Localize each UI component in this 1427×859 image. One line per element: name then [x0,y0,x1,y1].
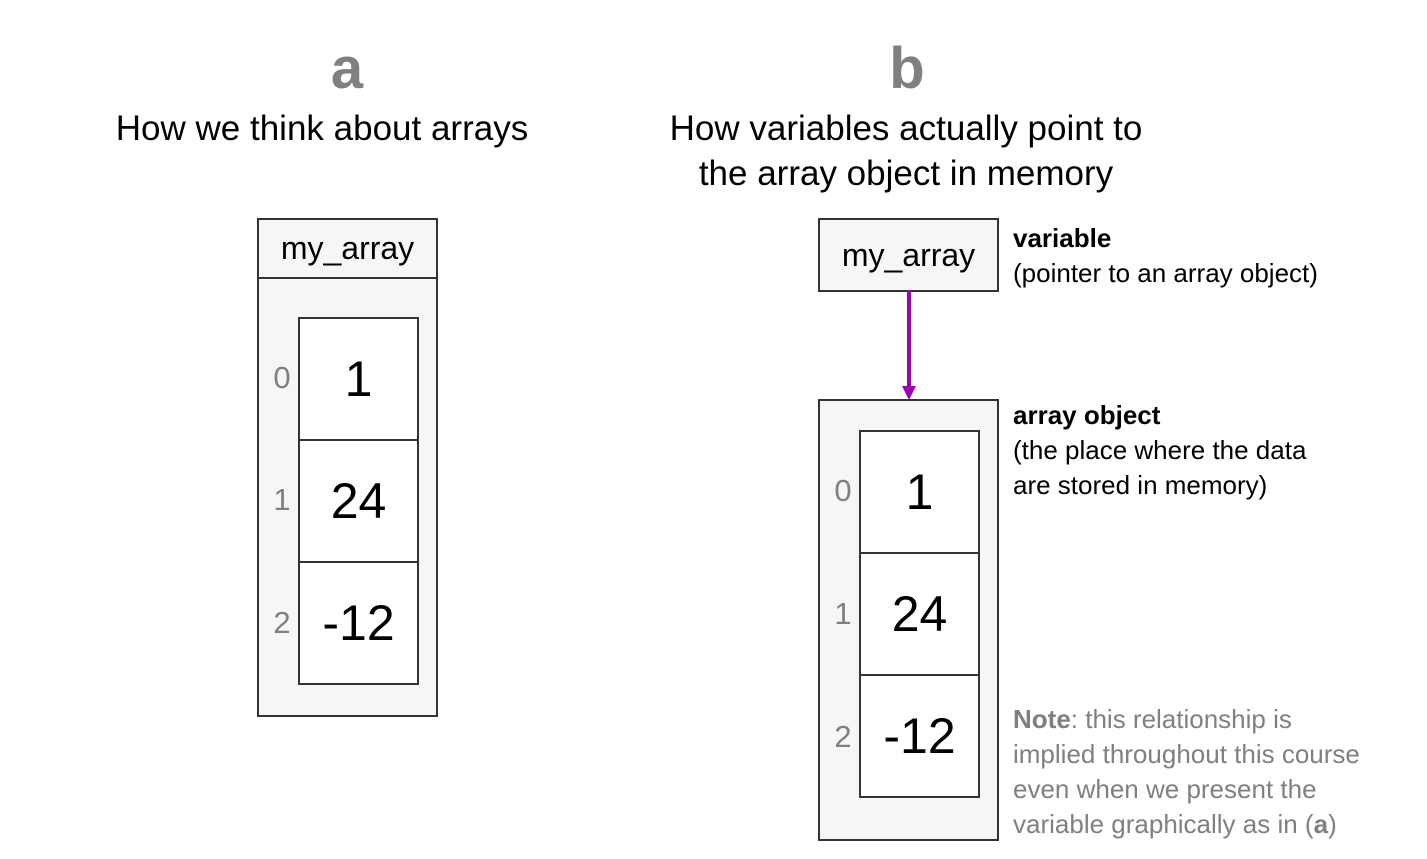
array-annotation-desc-line2: are stored in memory) [1013,470,1268,500]
index-label: 1 [834,596,852,631]
note-line3: even when we present the [1013,774,1317,804]
note-line2: implied throughout this course [1013,739,1360,769]
variable-name-a: my_array [280,230,415,266]
note-line4-post: ) [1328,809,1337,839]
arrow-head-icon [902,386,916,400]
panel-a-title: How we think about arrays [115,109,529,148]
note-line4-pre: variable graphically as in ( [1013,809,1314,839]
note-line1: : this relationship is [1070,704,1292,734]
index-label: 1 [273,482,291,517]
note-label: Note [1013,704,1071,734]
variable-header-a: my_array [259,220,436,279]
panel-a-letter: a [330,36,364,101]
array-cell: 24 [298,439,419,563]
array-annotation: array object (the place where the data a… [1013,398,1306,503]
array-cell: -12 [859,674,980,798]
note: Note: this relationship is implied throu… [1013,702,1360,842]
array-annotation-desc-line1: (the place where the data [1013,435,1307,465]
variable-annotation: variable (pointer to an array object) [1013,221,1318,291]
index-label: 0 [834,473,852,508]
variable-annotation-desc: (pointer to an array object) [1013,258,1318,288]
index-label: 2 [273,605,291,640]
variable-box-b: my_array [818,218,999,292]
array-annotation-heading: array object [1013,400,1161,430]
pointer-arrow [902,290,916,400]
array-cell: 1 [298,317,419,441]
array-cell: 1 [859,430,980,554]
note-line4-ref: a [1313,809,1329,839]
index-label: 0 [273,360,291,395]
panel-b-letter: b [889,36,925,101]
index-label: 2 [834,719,852,754]
panel-b-title-line1: How variables actually point to [669,109,1143,148]
variable-name-b: my_array [841,236,976,273]
array-cell: -12 [298,561,419,685]
panel-b-title-line2: the array object in memory [698,154,1114,193]
variable-annotation-heading: variable [1013,223,1112,253]
array-cell: 24 [859,552,980,676]
